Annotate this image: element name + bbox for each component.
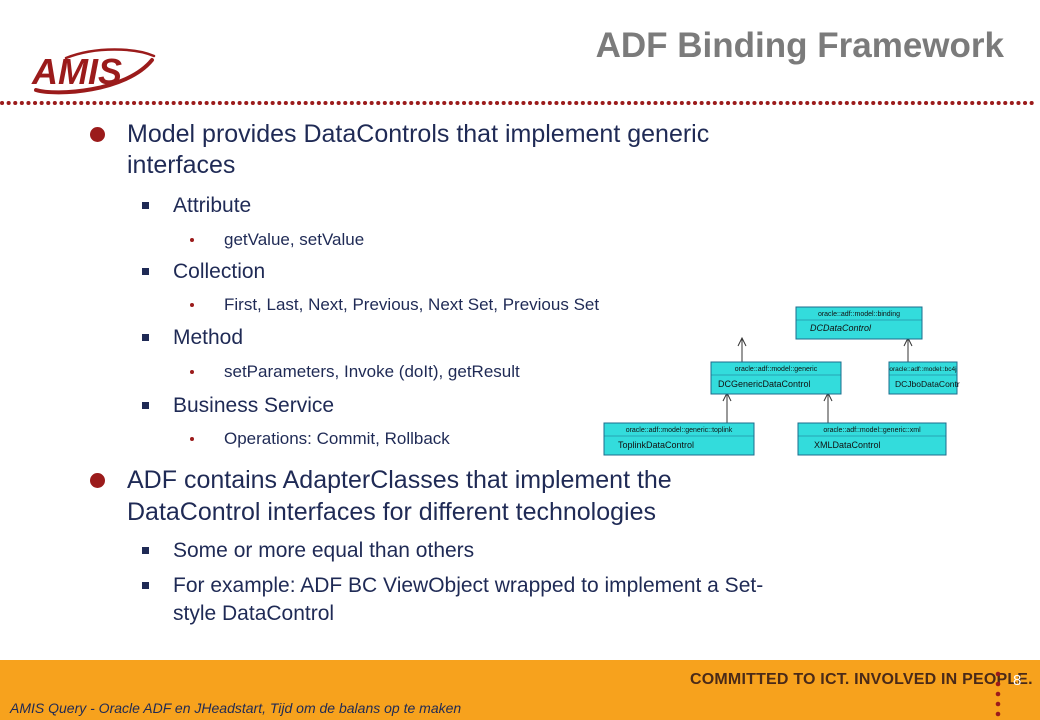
class-name: DCDataControl bbox=[810, 323, 872, 333]
sub-bullet-business-service: Business Service bbox=[173, 394, 335, 417]
sub-bullet-marker bbox=[142, 402, 149, 409]
bullet-2-line-2: DataControl interfaces for different tec… bbox=[127, 498, 657, 526]
sub-bullet-marker bbox=[142, 547, 149, 554]
sub-sub-bullet-collection-methods: First, Last, Next, Previous, Next Set, P… bbox=[224, 295, 600, 314]
class-package: oracle::adf::model::generic::xml bbox=[823, 427, 921, 434]
sub-sub-bullet-marker bbox=[190, 370, 194, 374]
class-box-xmldatacontrol: oracle::adf::model::generic::xml XMLData… bbox=[797, 422, 947, 456]
sub-sub-bullet-business-ops: Operations: Commit, Rollback bbox=[224, 429, 450, 448]
slide-body: Model provides DataControls that impleme… bbox=[90, 120, 764, 625]
sub-bullet-marker bbox=[142, 202, 149, 209]
sub-sub-bullet-marker bbox=[190, 303, 194, 307]
class-name: XMLDataControl bbox=[814, 440, 881, 450]
bullet-2-line-1: ADF contains AdapterClasses that impleme… bbox=[127, 466, 672, 494]
sub-sub-bullet-marker bbox=[190, 437, 194, 441]
footer-dots bbox=[995, 671, 1001, 717]
sub-bullet-marker bbox=[142, 582, 149, 589]
class-box-toplinkdatacontrol: oracle::adf::model::generic::toplink Top… bbox=[603, 422, 755, 456]
sub-bullet-example-line-2: style DataControl bbox=[173, 602, 335, 625]
class-box-dcgenericdatacontrol: oracle::adf::model::generic DCGenericDat… bbox=[710, 361, 842, 395]
bullet-1-line-1: Model provides DataControls that impleme… bbox=[127, 120, 710, 148]
class-name: DCJboDataControl bbox=[895, 379, 960, 389]
sub-bullet-collection: Collection bbox=[173, 260, 266, 283]
sub-sub-bullet-marker bbox=[190, 238, 194, 242]
title-divider bbox=[0, 101, 1040, 105]
class-package: oracle::adf::model::bc4j bbox=[889, 366, 956, 373]
footer-bar: AMIS Query - Oracle ADF en JHeadstart, T… bbox=[0, 660, 1040, 720]
bullet-marker bbox=[90, 473, 105, 488]
sub-bullet-marker bbox=[142, 268, 149, 275]
slide-title: ADF Binding Framework bbox=[595, 26, 1004, 65]
footer-caption: AMIS Query - Oracle ADF en JHeadstart, T… bbox=[10, 700, 462, 716]
page-number: 8 bbox=[1013, 672, 1022, 689]
bullet-marker bbox=[90, 127, 105, 142]
class-package: oracle::adf::model::generic bbox=[735, 366, 818, 373]
sub-bullet-method: Method bbox=[173, 326, 244, 349]
sub-bullet-marker bbox=[142, 334, 149, 341]
class-package: oracle::adf::model::generic::toplink bbox=[626, 427, 733, 434]
amis-logo: AMIS bbox=[31, 48, 156, 95]
class-hierarchy-diagram: oracle::adf::model::binding DCDataContro… bbox=[603, 306, 960, 456]
logo-text: AMIS bbox=[31, 51, 122, 92]
sub-bullet-attribute: Attribute bbox=[173, 194, 252, 217]
class-name: DCGenericDataControl bbox=[718, 379, 811, 389]
sub-sub-bullet-method-ops: setParameters, Invoke (doIt), getResult bbox=[224, 362, 520, 381]
bullet-1-line-2: interfaces bbox=[127, 151, 236, 179]
sub-bullet-example-line-1: For example: ADF BC ViewObject wrapped t… bbox=[173, 574, 764, 597]
class-package: oracle::adf::model::binding bbox=[818, 311, 900, 318]
sub-bullet-equality: Some or more equal than others bbox=[173, 539, 475, 562]
class-box-dcjbodatacontrol: oracle::adf::model::bc4j DCJboDataContro… bbox=[888, 361, 960, 395]
class-box-dcdatacontrol: oracle::adf::model::binding DCDataContro… bbox=[795, 306, 923, 340]
sub-sub-bullet-attribute-methods: getValue, setValue bbox=[224, 230, 365, 249]
class-name: ToplinkDataControl bbox=[618, 440, 694, 450]
footer-slogan: COMMITTED TO ICT. INVOLVED IN PEOPLE. bbox=[690, 671, 1033, 688]
